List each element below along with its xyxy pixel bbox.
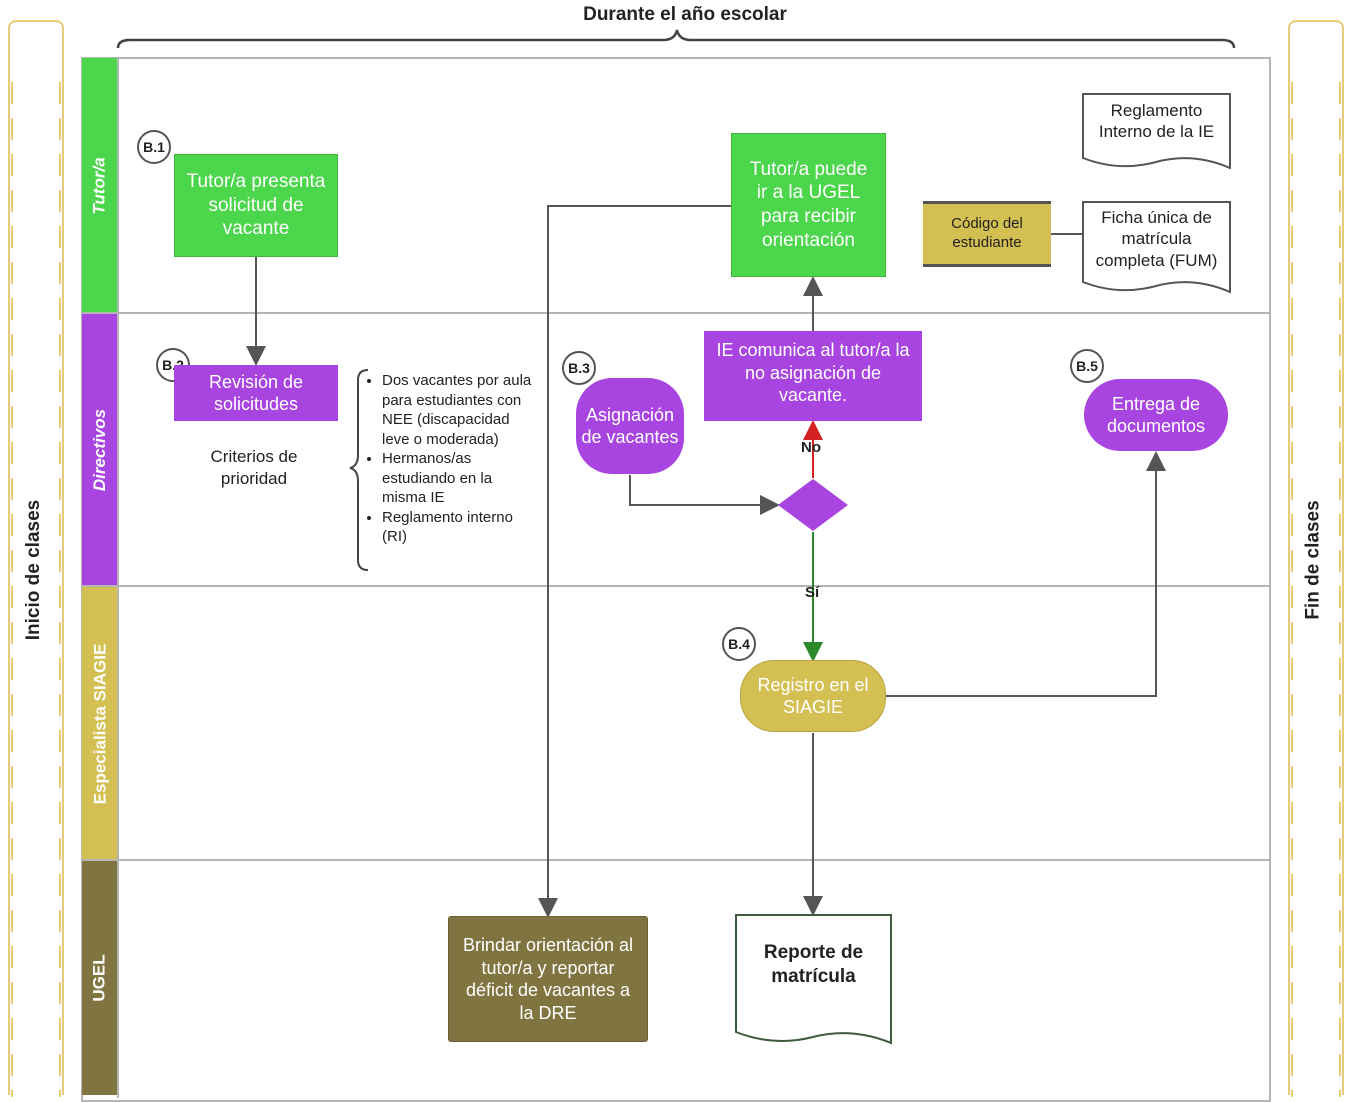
criteria-item: Hermanos/as estudiando en la misma IE xyxy=(382,449,540,508)
node-tutor-solicitud[interactable]: Tutor/a presenta solicitud de vacante xyxy=(174,154,338,257)
left-scroll-frame xyxy=(8,20,64,1097)
badge-b5: B.5 xyxy=(1070,349,1104,383)
right-scroll-frame xyxy=(1288,20,1344,1097)
lane-divider-2 xyxy=(82,585,1270,587)
criterios-title: Criterios de prioridad xyxy=(210,447,298,489)
decision-diamond xyxy=(778,479,848,531)
lane-tutor: Tutor/a xyxy=(82,58,118,313)
edge-registro-entrega xyxy=(885,451,1166,697)
node-tutor-ugel[interactable]: Tutor/a puede ir a la UGEL para recibir … xyxy=(731,133,886,277)
lane-directivos: Directivos xyxy=(82,314,118,586)
criteria-item: Reglamento interno (RI) xyxy=(382,508,540,547)
lane-siagie: Especialista SIAGIE xyxy=(82,587,118,860)
node-reglamento[interactable]: Reglamento Interno de la IE xyxy=(1098,100,1215,141)
reglamento-doc-shape xyxy=(1082,93,1231,170)
right-scroll-dashes xyxy=(1291,82,1341,1097)
edge-tutor-ugel xyxy=(538,205,731,918)
edge-label-si: Sí xyxy=(805,584,820,601)
lane-label-divider xyxy=(117,58,119,1098)
node-registro[interactable]: Registro en el SIAGIE xyxy=(740,660,886,732)
reporte-doc-shape xyxy=(735,914,892,1045)
header-brace xyxy=(116,29,1236,49)
criteria-item: Dos vacantes por aula para estudiantes c… xyxy=(382,371,540,449)
node-entrega[interactable]: Entrega de documentos xyxy=(1084,379,1228,451)
lane-ugel: UGEL xyxy=(82,861,118,1095)
node-ficha[interactable]: Ficha única de matrícula completa (FUM) xyxy=(1095,208,1218,270)
lane-divider-3 xyxy=(82,859,1270,861)
header-title: Durante el año escolar xyxy=(583,4,787,25)
badge-b3: B.3 xyxy=(562,351,596,385)
node-reporte[interactable]: Reporte de matrícula xyxy=(763,942,864,987)
lane-divider-1 xyxy=(82,312,1270,314)
criteria-brace xyxy=(349,369,369,571)
edge-asignacion-decision xyxy=(629,475,780,515)
badge-b4: B.4 xyxy=(722,627,756,661)
edge-label-no: No xyxy=(801,439,821,456)
badge-b1: B.1 xyxy=(137,130,171,164)
node-ie-comunica[interactable]: IE comunica al tutor/a la no asignación … xyxy=(704,331,922,421)
ficha-doc-shape xyxy=(1082,201,1231,294)
criteria-list: Dos vacantes por aula para estudiantes c… xyxy=(368,371,540,547)
node-orientacion[interactable]: Brindar orientación al tutor/a y reporta… xyxy=(448,916,648,1042)
node-revision[interactable]: Revisión de solicitudes xyxy=(174,365,338,421)
left-scroll-dashes xyxy=(11,82,61,1097)
node-asignacion[interactable]: Asignación de vacantes xyxy=(576,378,684,474)
node-codigo-estudiante[interactable]: Código del estudiante xyxy=(923,201,1051,267)
